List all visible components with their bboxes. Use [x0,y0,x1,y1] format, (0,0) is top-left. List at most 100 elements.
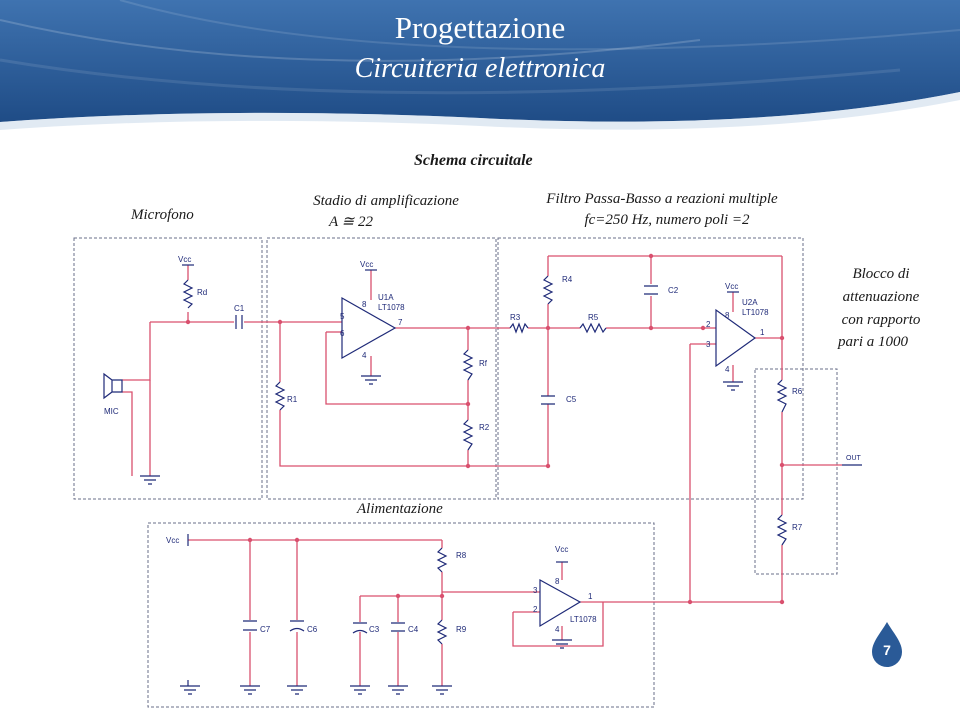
label-vcc-mic: Vcc [178,255,191,264]
resistor-r8 [436,547,448,573]
label-pin6: 6 [340,329,345,338]
label-u2a: U2A [742,298,758,307]
label-r3: R3 [510,313,521,322]
junctions [185,253,785,605]
label-c7: C7 [260,625,271,634]
label-c1: C1 [234,304,245,313]
capacitor-c4 [391,622,405,632]
capacitor-c7 [243,620,257,631]
label-lt1078-supply: LT1078 [570,615,597,624]
label-r9: R9 [456,625,467,634]
label-pin4-u2a: 4 [725,365,730,374]
label-vcc-u2a: Vcc [725,282,738,291]
resistor-r6 [776,379,788,413]
header-band [0,0,960,130]
resistor-r7 [776,514,788,546]
label-r6: R6 [792,387,803,396]
label-amplificazione-line1: Stadio di amplificazione [313,193,459,209]
ground-c7 [240,685,260,695]
label-r8: R8 [456,551,467,560]
label-vcc-u1a: Vcc [360,260,373,269]
resistor-r5 [579,322,607,334]
label-pin3-supply: 3 [533,586,538,595]
ground-c6 [287,685,307,695]
label-amplificazione-line2: A ≅ 22 [329,214,373,230]
label-pin5: 5 [340,312,345,321]
label-pin2-u2a: 2 [706,320,711,329]
section-boxes [73,237,838,708]
label-c4: C4 [408,625,419,634]
label-r1: R1 [287,395,298,404]
label-pin4-supply: 4 [555,625,560,634]
capacitor-c1 [235,315,243,329]
label-out: OUT [846,455,862,462]
label-mic: MIC [104,407,119,416]
label-rf: Rf [479,359,488,368]
label-r4: R4 [562,275,573,284]
ground-c4 [388,685,408,695]
label-r7: R7 [792,523,803,532]
label-pin3-u2a: 3 [706,340,711,349]
ground-r9 [432,685,452,695]
wires [122,255,842,686]
page-subtitle: Circuiteria elettronica [354,53,606,84]
label-attenuazione-line1: Blocco di [852,266,910,282]
label-vcc-supply-opamp: Vcc [555,545,568,554]
label-schema-circuitale: Schema circuitale [414,152,533,169]
components [103,264,862,695]
label-pin8-supply: 8 [555,577,560,586]
label-c2: C2 [668,286,679,295]
label-pin1-supply: 1 [588,592,593,601]
label-filtro-line1: Filtro Passa-Basso a reazioni multiple [546,191,778,207]
box-alimentazione [147,522,655,708]
capacitor-c2 [644,285,658,295]
label-alimentazione: Alimentazione [357,501,443,517]
label-pin1-u2a: 1 [760,328,765,337]
ground-u2a [723,381,743,391]
label-attenuazione-line3: con rapporto [841,312,921,328]
label-pin8-u1a: 8 [362,300,367,309]
resistor-rf [462,349,474,381]
label-rd: Rd [197,288,207,297]
page-title: Progettazione [394,10,566,45]
label-pin4-u1a: 4 [362,351,367,360]
opamp-supply [539,578,582,628]
resistor-r2 [462,419,474,451]
label-vcc-supply: Vcc [166,536,179,545]
resistor-r4 [542,275,554,305]
label-lt1078-u2a: LT1078 [742,308,769,317]
label-microfono: Microfono [131,207,194,223]
resistor-r3 [509,322,529,334]
box-microfono [73,237,263,500]
ground-c3 [350,685,370,695]
label-r5: R5 [588,313,599,322]
microphone-symbol [103,372,123,400]
resistor-r9 [436,619,448,645]
component-labels: Vcc Rd C1 MIC Vcc U1A LT1078 8 4 5 6 7 R… [104,255,862,634]
capacitor-c6 [289,620,305,632]
label-pin7: 7 [398,318,403,327]
label-c3: C3 [369,625,380,634]
capacitor-c5 [541,395,555,405]
label-c6: C6 [307,625,318,634]
resistor-rd [182,279,194,309]
label-r2: R2 [479,423,490,432]
box-amplificazione [266,237,497,500]
resistor-r1 [274,381,286,411]
opamp-u1a [341,296,397,360]
ground-u1a [361,375,381,385]
label-filtro-line2: fc=250 Hz, numero poli =2 [584,212,750,228]
capacitor-c3 [352,622,368,634]
ground-mic [140,475,160,485]
label-pin8-u2a: 8 [725,311,730,320]
page-number-drop [872,622,902,667]
ground-supply-1 [180,680,200,695]
label-pin2-supply: 2 [533,605,538,614]
label-u1a: U1A [378,293,394,302]
opamp-u2a [715,308,757,368]
label-attenuazione-line4: pari a 1000 [837,334,908,350]
label-c5: C5 [566,395,577,404]
page-number: 7 [883,642,891,658]
ground-supply-opamp [552,639,572,649]
